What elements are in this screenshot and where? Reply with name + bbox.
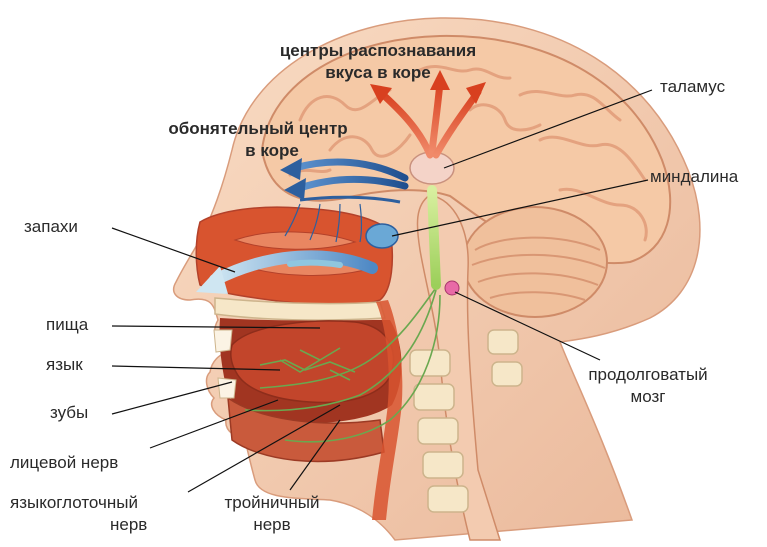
cerebellum — [463, 207, 607, 317]
label-teeth: зубы — [50, 403, 88, 422]
label-amygdala: миндалина — [650, 167, 739, 186]
label-taste-centers-line2: вкуса в коре — [325, 63, 431, 82]
label-food: пища — [46, 315, 89, 334]
label-olfactory-center-line2: в коре — [245, 141, 299, 160]
label-trigeminal-line2: нерв — [253, 515, 290, 534]
smell-arrow-2 — [290, 263, 340, 265]
label-olfactory-center-line1: обонятельный центр — [168, 119, 347, 138]
label-glossopharyngeal-line1: языкоглоточный — [10, 493, 138, 512]
taste-pathway-arrow — [432, 190, 436, 285]
label-taste-centers-line1: центры распознавания — [280, 41, 476, 60]
label-medulla-line2: мозг — [631, 387, 666, 406]
label-trigeminal-line1: тройничный — [224, 493, 319, 512]
label-medulla-line1: продолговатый — [588, 365, 707, 384]
label-glossopharyngeal-line2: нерв — [110, 515, 147, 534]
label-smells: запахи — [24, 217, 78, 236]
label-tongue: язык — [46, 355, 83, 374]
label-thalamus: таламус — [660, 77, 726, 96]
label-facial-nerve: лицевой нерв — [10, 453, 118, 472]
